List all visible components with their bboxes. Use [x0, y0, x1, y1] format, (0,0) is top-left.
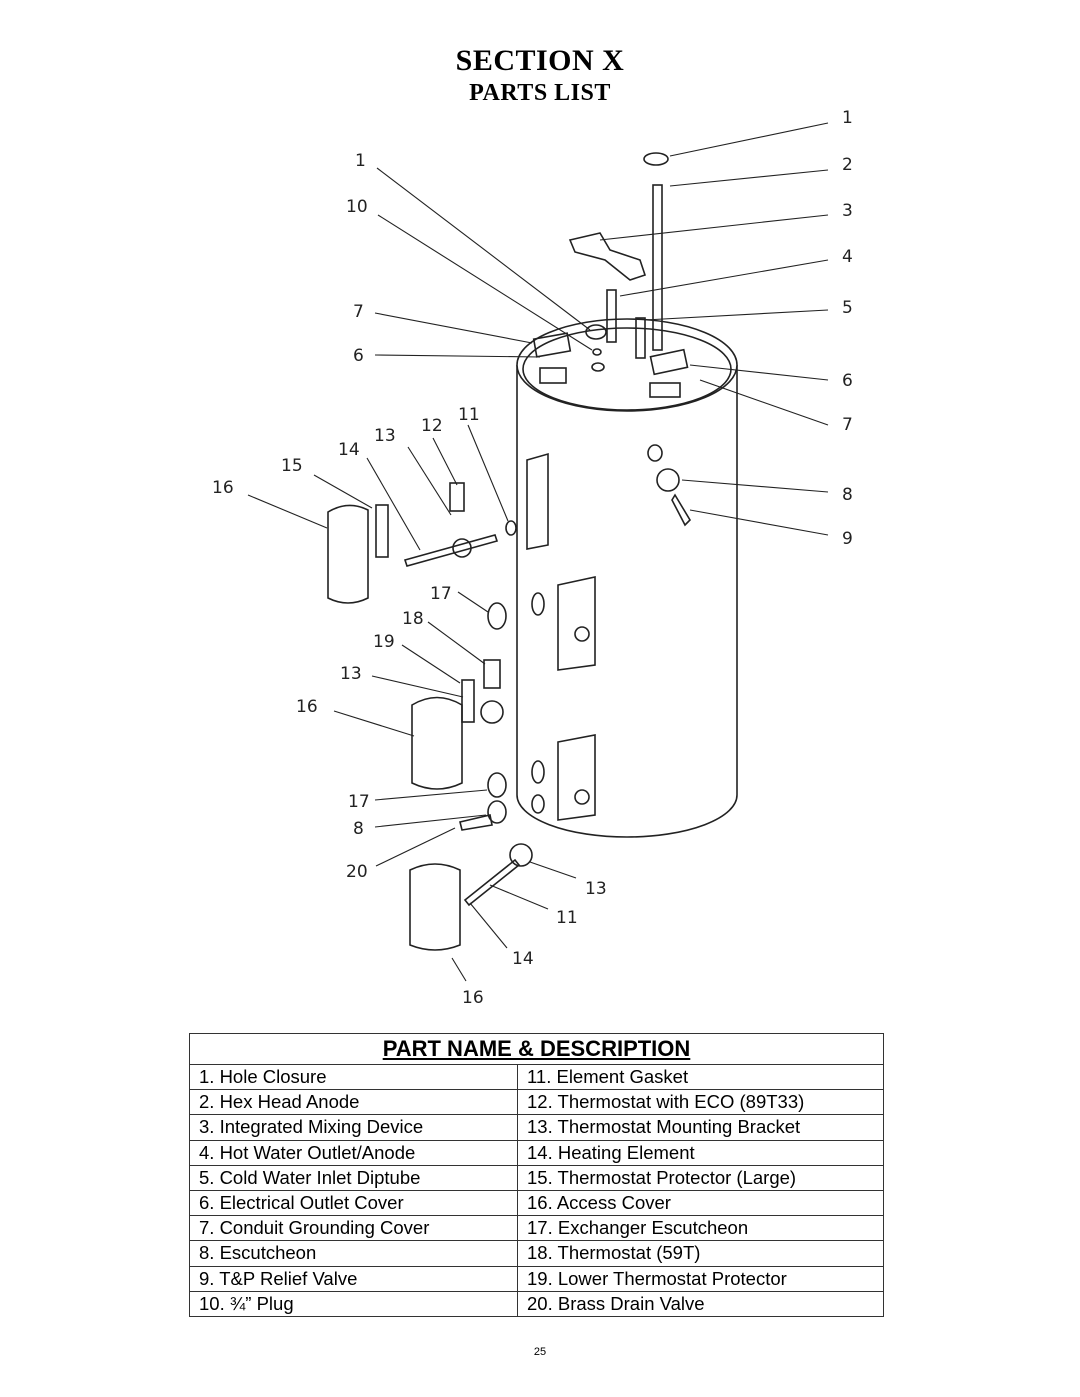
- table-cell: 19. Lower Thermostat Protector: [517, 1265, 883, 1292]
- callout-label: 5: [842, 298, 853, 318]
- protector-part: [375, 504, 389, 558]
- callout-label: 13: [585, 879, 607, 899]
- callout-label: 12: [421, 416, 443, 436]
- callout-label: 10: [346, 197, 368, 217]
- table-cell: 20. Brass Drain Valve: [517, 1290, 883, 1316]
- page-number: 25: [533, 1346, 547, 1358]
- callout-label: 2: [842, 155, 853, 175]
- table-row: 1. Hole Closure 11. Element Gasket: [190, 1065, 883, 1090]
- table-cell: 17. Exchanger Escutcheon: [517, 1215, 883, 1241]
- anode-rod-part: [652, 184, 663, 351]
- callout-label: 19: [373, 632, 395, 652]
- callout-label: 16: [212, 478, 234, 498]
- table-cell: 15. Thermostat Protector (Large): [517, 1164, 883, 1191]
- table-cell: 18. Thermostat (59T): [517, 1240, 883, 1266]
- parts-table-heading: PART NAME & DESCRIPTION: [190, 1034, 883, 1065]
- table-cell: 6. Electrical Outlet Cover: [190, 1189, 518, 1216]
- table-cell: 1. Hole Closure: [190, 1065, 518, 1090]
- callout-label: 13: [374, 426, 396, 446]
- callout-label: 7: [842, 415, 853, 435]
- callout-label: 14: [338, 440, 360, 460]
- table-cell: 2. Hex Head Anode: [190, 1089, 518, 1115]
- table-cell: 14. Heating Element: [517, 1139, 883, 1166]
- callout-label: 18: [402, 609, 424, 629]
- callout-label: 1: [842, 108, 853, 128]
- tank-body: [516, 318, 738, 838]
- callout-label: 17: [348, 792, 370, 812]
- callout-label: 8: [353, 819, 364, 839]
- callout-labels: 1 2 3 4 5 6 7 8 9 1 10 7 6 11 12 13 14 1…: [212, 108, 853, 1008]
- callout-label: 9: [842, 529, 853, 549]
- parts-table-grid: 1. Hole Closure 11. Element Gasket 2. Hex…: [190, 1065, 883, 1316]
- table-cell: 8. Escutcheon: [190, 1240, 518, 1266]
- inlet-nipple-part: [635, 317, 646, 359]
- callout-label: 1: [355, 151, 366, 171]
- callout-label: 11: [556, 908, 578, 928]
- callout-label: 11: [458, 405, 480, 425]
- callout-label: 13: [340, 664, 362, 684]
- callout-label: 16: [462, 988, 484, 1008]
- hole-closure-part: [643, 152, 669, 166]
- table-cell: 9. T&P Relief Valve: [190, 1265, 518, 1292]
- leader-lines: [247, 122, 829, 982]
- table-cell: 4. Hot Water Outlet/Anode: [190, 1139, 518, 1166]
- callout-label: 17: [430, 584, 452, 604]
- table-cell: 12. Thermostat with ECO (89T33): [517, 1089, 883, 1115]
- callout-label: 20: [346, 862, 368, 882]
- section-title: SECTION X: [455, 44, 625, 77]
- callout-label: 7: [353, 302, 364, 322]
- callout-label: 15: [281, 456, 303, 476]
- outlet-nipple-part: [606, 289, 617, 343]
- callout-label: 14: [512, 949, 534, 969]
- heating-element-part: [403, 534, 499, 567]
- table-cell: 11. Element Gasket: [527, 1066, 689, 1088]
- callout-label: 16: [296, 697, 318, 717]
- table-cell: 16. Access Cover: [517, 1189, 883, 1216]
- section-subtitle: PARTS LIST: [469, 80, 611, 106]
- callout-label: 6: [842, 371, 853, 391]
- table-cell: 13. Thermostat Mounting Bracket: [517, 1114, 883, 1141]
- water-heater-exploded-diagram: 1 2 3 4 5 6 7 8 9 1 10 7 6 11 12 13 14 1…: [212, 108, 853, 1008]
- table-cell: 7. Conduit Grounding Cover: [190, 1215, 518, 1241]
- table-cell: 10. ¾” Plug: [190, 1290, 518, 1316]
- thermostat-part: [449, 482, 465, 512]
- table-cell: 5. Cold Water Inlet Diptube: [190, 1164, 518, 1191]
- callout-label: 6: [353, 346, 364, 366]
- mixing-device-part: [568, 232, 647, 281]
- callout-label: 4: [842, 247, 853, 267]
- callout-label: 3: [842, 201, 853, 221]
- callout-label: 8: [842, 485, 853, 505]
- access-cover-part: [327, 504, 369, 604]
- table-cell: 3. Integrated Mixing Device: [190, 1114, 518, 1141]
